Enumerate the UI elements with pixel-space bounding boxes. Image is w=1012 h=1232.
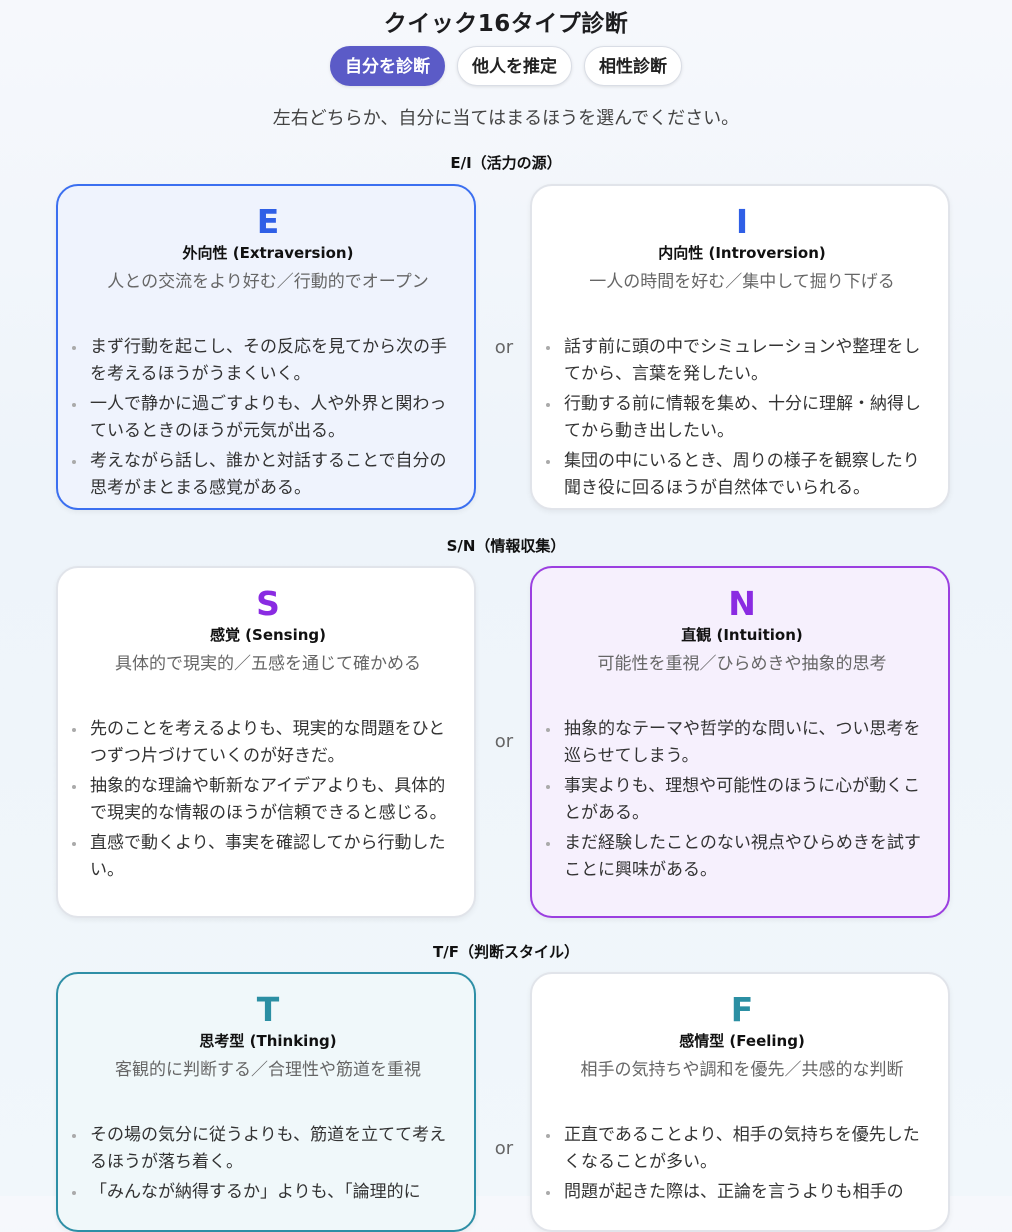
- or-divider: or: [494, 1138, 514, 1159]
- option-card-i[interactable]: I 内向性 (Introversion) 一人の時間を好む／集中して掘り下げる …: [530, 184, 950, 510]
- type-name: 思考型 (Thinking): [199, 1032, 337, 1050]
- type-description: 一人の時間を好む／集中して掘り下げる: [589, 272, 895, 292]
- type-name: 外向性 (Extraversion): [182, 244, 354, 262]
- statement-item: 直感で動くより、事実を確認してから行動したい。: [72, 830, 452, 884]
- statement-list: 抽象的なテーマや哲学的な問いに、つい思考を巡らせてしまう。 事実よりも、理想や可…: [546, 716, 926, 884]
- type-name: 感情型 (Feeling): [679, 1032, 805, 1050]
- statement-item: 一人で静かに過ごすよりも、人や外界と関わっているときのほうが元気が出る。: [72, 391, 452, 445]
- statement-item: まだ経験したことのない視点やひらめきを試すことに興味がある。: [546, 830, 926, 884]
- statement-item: 行動する前に情報を集め、十分に理解・納得してから動き出したい。: [546, 391, 926, 445]
- statement-list: 正直であることより、相手の気持ちを優先したくなることが多い。 問題が起きた際は、…: [546, 1122, 926, 1206]
- option-card-f[interactable]: F 感情型 (Feeling) 相手の気持ちや調和を優先／共感的な判断 正直であ…: [530, 972, 950, 1232]
- type-letter: N: [728, 584, 756, 623]
- option-card-n[interactable]: N 直観 (Intuition) 可能性を重視／ひらめきや抽象的思考 抽象的なテ…: [530, 566, 950, 918]
- type-name: 内向性 (Introversion): [658, 244, 826, 262]
- statement-list: 話す前に頭の中でシミュレーションや整理をしてから、言葉を発したい。 行動する前に…: [546, 334, 926, 502]
- statement-list: まず行動を起こし、その反応を見てから次の手を考えるほうがうまくいく。 一人で静か…: [72, 334, 452, 502]
- statement-item: 問題が起きた際は、正論を言うよりも相手の: [546, 1179, 926, 1206]
- mode-tabs: 自分を診断 他人を推定 相性診断: [0, 46, 1012, 86]
- statement-item: まず行動を起こし、その反応を見てから次の手を考えるほうがうまくいく。: [72, 334, 452, 388]
- page-title: クイック16タイプ診断: [383, 11, 629, 37]
- instruction-text: 左右どちらか、自分に当てはまるほうを選んでください。: [272, 108, 740, 129]
- statement-item: 「みんなが納得するか」よりも、「論理的に: [72, 1179, 452, 1206]
- type-letter: E: [256, 202, 280, 241]
- or-divider: or: [494, 731, 514, 752]
- option-card-t[interactable]: T 思考型 (Thinking) 客観的に判断する／合理性や筋道を重視 その場の…: [56, 972, 476, 1232]
- statement-item: 話す前に頭の中でシミュレーションや整理をしてから、言葉を発したい。: [546, 334, 926, 388]
- type-description: 人との交流をより好む／行動的でオープン: [107, 272, 429, 292]
- type-description: 客観的に判断する／合理性や筋道を重視: [115, 1060, 421, 1080]
- statement-item: 考えながら話し、誰かと対話することで自分の思考がまとまる感覚がある。: [72, 448, 452, 502]
- type-name: 感覚 (Sensing): [209, 626, 327, 644]
- section-label-ei: E/I（活力の源）: [450, 154, 562, 172]
- option-card-e[interactable]: E 外向性 (Extraversion) 人との交流をより好む／行動的でオープン…: [56, 184, 476, 510]
- type-letter: F: [730, 990, 754, 1029]
- type-name: 直観 (Intuition): [681, 626, 803, 644]
- statement-item: 抽象的なテーマや哲学的な問いに、つい思考を巡らせてしまう。: [546, 716, 926, 770]
- statement-item: 集団の中にいるとき、周りの様子を観察したり聞き役に回るほうが自然体でいられる。: [546, 448, 926, 502]
- section-label-sn: S/N（情報収集）: [446, 537, 566, 555]
- statement-item: 先のことを考えるよりも、現実的な問題をひとつずつ片づけていくのが好きだ。: [72, 716, 452, 770]
- statement-list: その場の気分に従うよりも、筋道を立てて考えるほうが落ち着く。 「みんなが納得する…: [72, 1122, 452, 1206]
- or-divider: or: [494, 337, 514, 358]
- statement-item: 事実よりも、理想や可能性のほうに心が動くことがある。: [546, 773, 926, 827]
- statement-item: 抽象的な理論や斬新なアイデアよりも、具体的で現実的な情報のほうが信頼できると感じ…: [72, 773, 452, 827]
- statement-item: 正直であることより、相手の気持ちを優先したくなることが多い。: [546, 1122, 926, 1176]
- type-description: 具体的で現実的／五感を通じて確かめる: [115, 654, 421, 674]
- type-letter: T: [256, 990, 280, 1029]
- statement-list: 先のことを考えるよりも、現実的な問題をひとつずつ片づけていくのが好きだ。 抽象的…: [72, 716, 452, 884]
- type-letter: S: [256, 584, 280, 623]
- statement-item: その場の気分に従うよりも、筋道を立てて考えるほうが落ち着く。: [72, 1122, 452, 1176]
- section-label-tf: T/F（判断スタイル）: [433, 943, 579, 961]
- type-description: 相手の気持ちや調和を優先／共感的な判断: [580, 1060, 904, 1080]
- option-card-s[interactable]: S 感覚 (Sensing) 具体的で現実的／五感を通じて確かめる 先のことを考…: [56, 566, 476, 918]
- tab-compatibility[interactable]: 相性診断: [584, 46, 682, 86]
- tab-self-diagnosis[interactable]: 自分を診断: [330, 46, 445, 86]
- tab-estimate-others[interactable]: 他人を推定: [457, 46, 572, 86]
- type-letter: I: [735, 202, 749, 241]
- type-description: 可能性を重視／ひらめきや抽象的思考: [597, 654, 887, 674]
